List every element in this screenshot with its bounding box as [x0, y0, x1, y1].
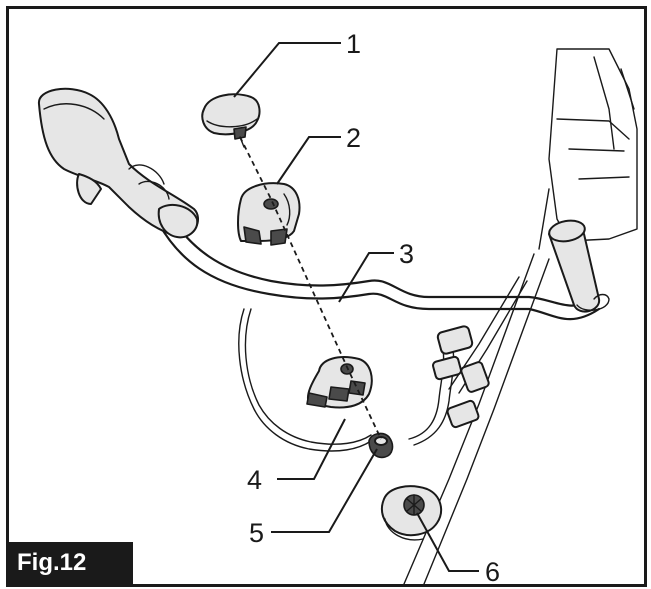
- assembly-diagram: 1 2 3 4 5 6 Fig.12: [6, 6, 647, 587]
- left-grip: [38, 87, 199, 239]
- leader-lines: [233, 42, 479, 572]
- engine-housing: [538, 48, 638, 250]
- right-grip: [548, 219, 610, 313]
- throttle-cable: [408, 325, 490, 446]
- grip-wire: [238, 308, 372, 452]
- callout-2: 2: [346, 123, 362, 153]
- callout-6: 6: [485, 557, 501, 587]
- knob-part-1: [201, 93, 261, 148]
- callout-4: 4: [247, 465, 263, 495]
- diagram-drawing: [38, 42, 638, 584]
- nut-part-5: [368, 432, 394, 459]
- callout-3: 3: [399, 239, 415, 269]
- callout-5: 5: [249, 518, 265, 548]
- callout-1: 1: [346, 29, 362, 59]
- shaft-clamp-part-6: [380, 485, 443, 541]
- upper-clamp-part-2: [237, 182, 301, 246]
- figure-label: Fig.12: [9, 542, 133, 584]
